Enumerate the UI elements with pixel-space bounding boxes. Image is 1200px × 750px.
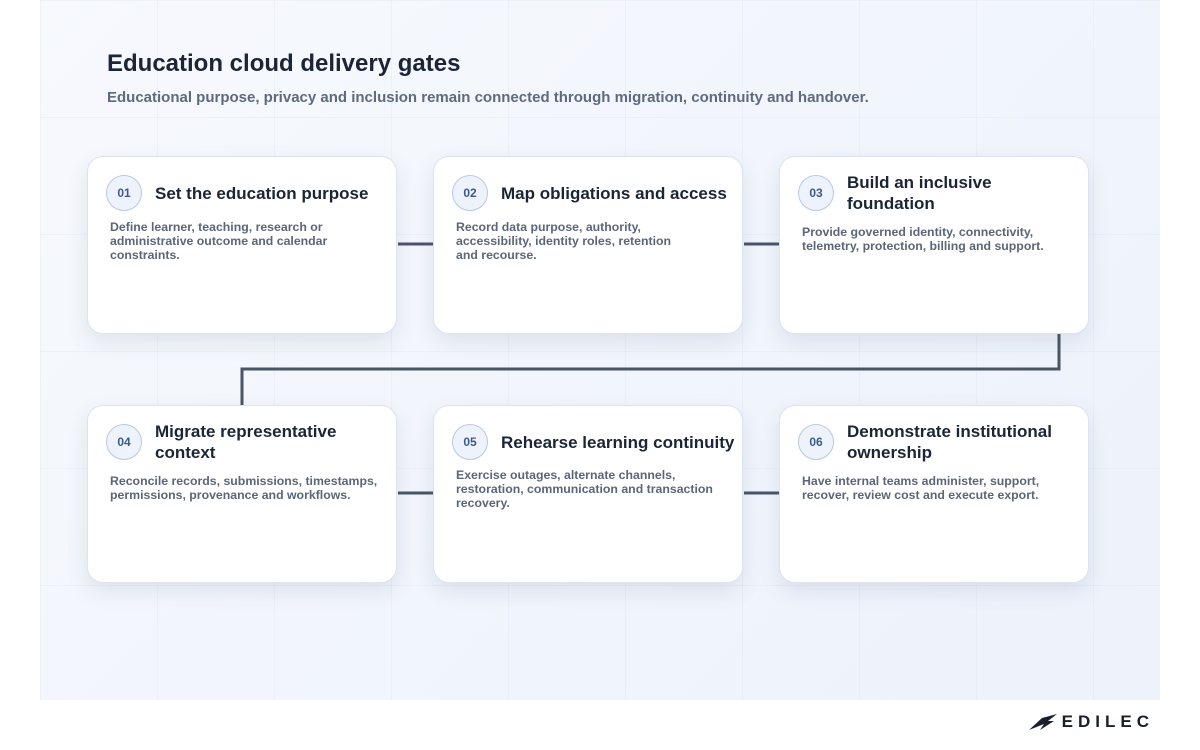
step-title: Migrate representative context <box>155 422 337 462</box>
step-number-badge: 02 <box>452 175 488 211</box>
step-number-badge: 01 <box>106 175 142 211</box>
step-card-05: 05 Rehearse learning continuity Exercise… <box>433 405 743 583</box>
step-description: Define learner, teaching, research or ad… <box>110 220 328 262</box>
step-card-03: 03 Build an inclusive foundation Provide… <box>779 156 1089 334</box>
page-subtitle: Educational purpose, privacy and inclusi… <box>107 89 869 106</box>
step-card-01: 01 Set the education purpose Define lear… <box>87 156 397 334</box>
step-title: Set the education purpose <box>155 183 369 203</box>
step-number-badge: 04 <box>106 424 142 460</box>
connector-03-04 <box>240 334 1061 405</box>
step-title: Demonstrate institutional ownership <box>847 422 1052 462</box>
step-card-06: 06 Demonstrate institutional ownership H… <box>779 405 1089 583</box>
step-number-badge: 05 <box>452 424 488 460</box>
step-title: Rehearse learning continuity <box>501 432 735 452</box>
step-title: Map obligations and access <box>501 183 727 203</box>
brand-wordmark: EDILEC <box>1061 712 1154 731</box>
step-description: Have internal teams administer, support,… <box>802 474 1040 502</box>
brand-logo: EDILEC <box>1028 712 1154 732</box>
step-number-badge: 06 <box>798 424 834 460</box>
step-card-02: 02 Map obligations and access Record dat… <box>433 156 743 334</box>
step-number-badge: 03 <box>798 175 834 211</box>
step-description: Provide governed identity, connectivity,… <box>802 225 1044 253</box>
step-card-04: 04 Migrate representative context Reconc… <box>87 405 397 583</box>
step-description: Exercise outages, alternate channels, re… <box>456 468 713 510</box>
page-title: Education cloud delivery gates <box>107 50 461 77</box>
step-title: Build an inclusive foundation <box>847 173 992 213</box>
step-description: Reconcile records, submissions, timestam… <box>110 474 378 502</box>
step-description: Record data purpose, authority, accessib… <box>456 220 672 262</box>
bird-icon <box>1028 714 1057 730</box>
diagram-background <box>40 0 1160 700</box>
